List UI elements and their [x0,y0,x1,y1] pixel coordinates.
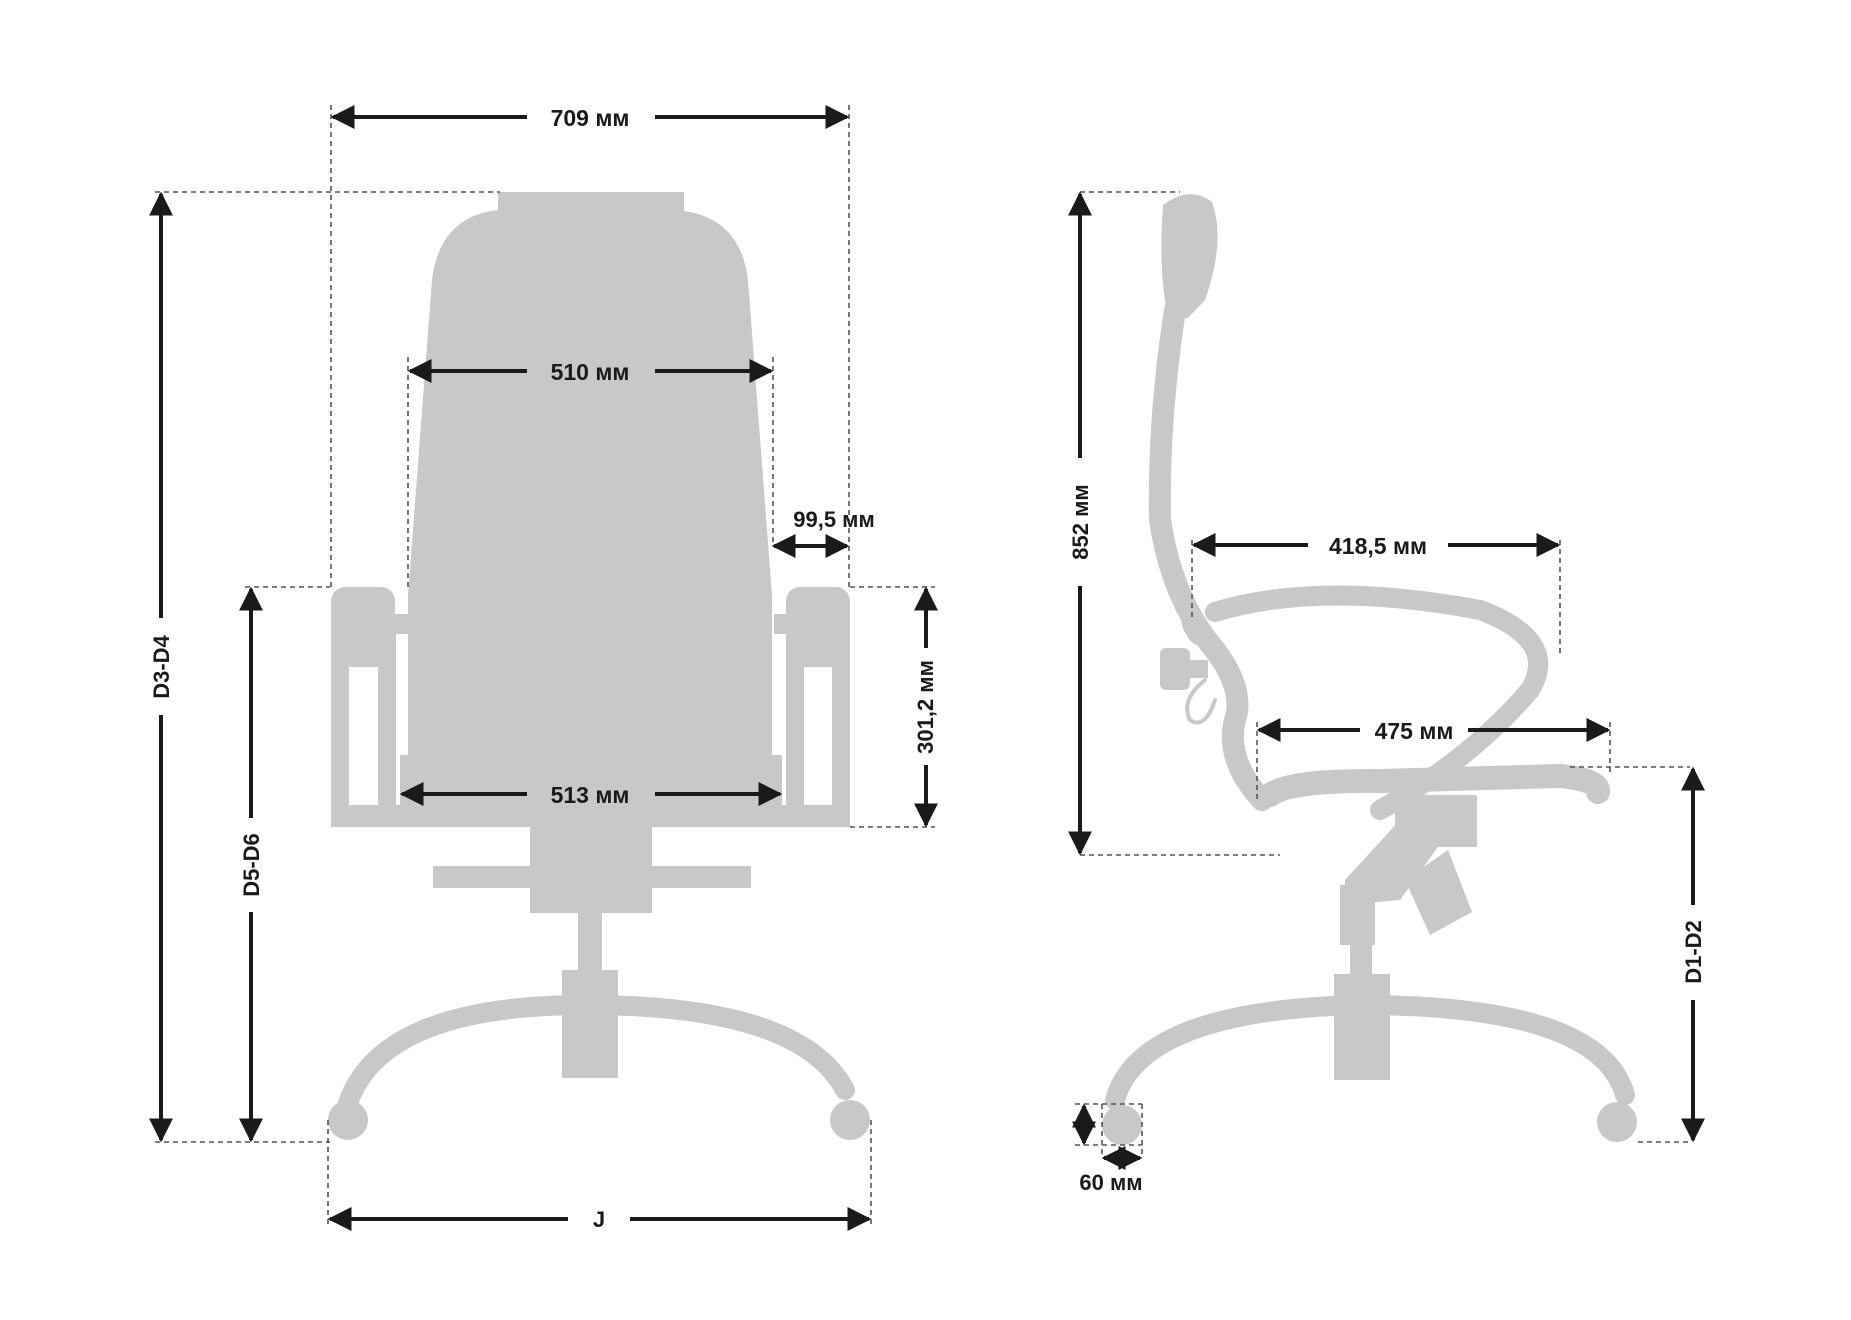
seat-depth-label: 475 мм [1375,718,1454,744]
side-guides [1075,191,1690,1155]
side-tilt-lever [1405,850,1472,935]
side-back-frame [1148,299,1273,811]
left-caster [328,1100,368,1140]
side-chair-silhouette [1102,194,1637,1145]
total-height-label: D3-D4 [149,634,174,698]
gas-lift-sleeve [562,970,618,1078]
side-view: 852 мм 418,5 мм 475 мм D1-D2 60 мм [1068,191,1706,1195]
front-chair-silhouette [328,192,870,1140]
side-headrest [1161,194,1218,318]
seat-depth-top-label: 418,5 мм [1329,533,1427,559]
armrest-height-label: 301,2 мм [913,660,938,754]
side-gas-lift-sleeve [1334,974,1390,1080]
left-armrest-foot [331,805,413,827]
side-gas-lift [1350,940,1372,980]
front-dimensions: 709 мм 510 мм 99,5 мм 301,2 мм 513 мм D3… [149,105,938,1232]
seat-width-label: 513 мм [551,782,630,808]
side-caster-left [1102,1105,1142,1145]
side-seat [1258,764,1610,807]
seat-height-label: D1-D2 [1681,920,1706,984]
front-view: 709 мм 510 мм 99,5 мм 301,2 мм 513 мм D3… [149,105,938,1232]
back-height-label: 852 мм [1068,484,1093,559]
caster-size-label: 60 мм [1079,1170,1142,1195]
left-armrest-post-inner [378,620,396,825]
front-guides [155,105,935,1225]
side-caster-right [1597,1102,1637,1142]
base-legs [338,995,855,1113]
right-armrest-post-outer [832,620,850,825]
right-armrest-post-inner [786,620,804,825]
overall-width-label: 709 мм [551,105,630,131]
side-armrest-loop [1205,585,1549,820]
gas-lift [578,910,602,972]
backrest-width-label: 510 мм [551,359,630,385]
side-base-legs [1105,995,1635,1110]
mechanism-bar [433,866,751,888]
left-armrest-post-outer [331,620,349,825]
base-width-label: J [593,1207,605,1232]
side-knob [1160,648,1190,690]
armrest-width-label: 99,5 мм [793,507,874,532]
armrest-floor-height-label: D5-D6 [239,833,264,897]
backrest [408,210,772,758]
side-dimensions: 852 мм 418,5 мм 475 мм D1-D2 60 мм [1068,191,1706,1195]
right-caster [830,1100,870,1140]
right-armrest-foot [770,805,850,827]
seat [400,755,782,827]
